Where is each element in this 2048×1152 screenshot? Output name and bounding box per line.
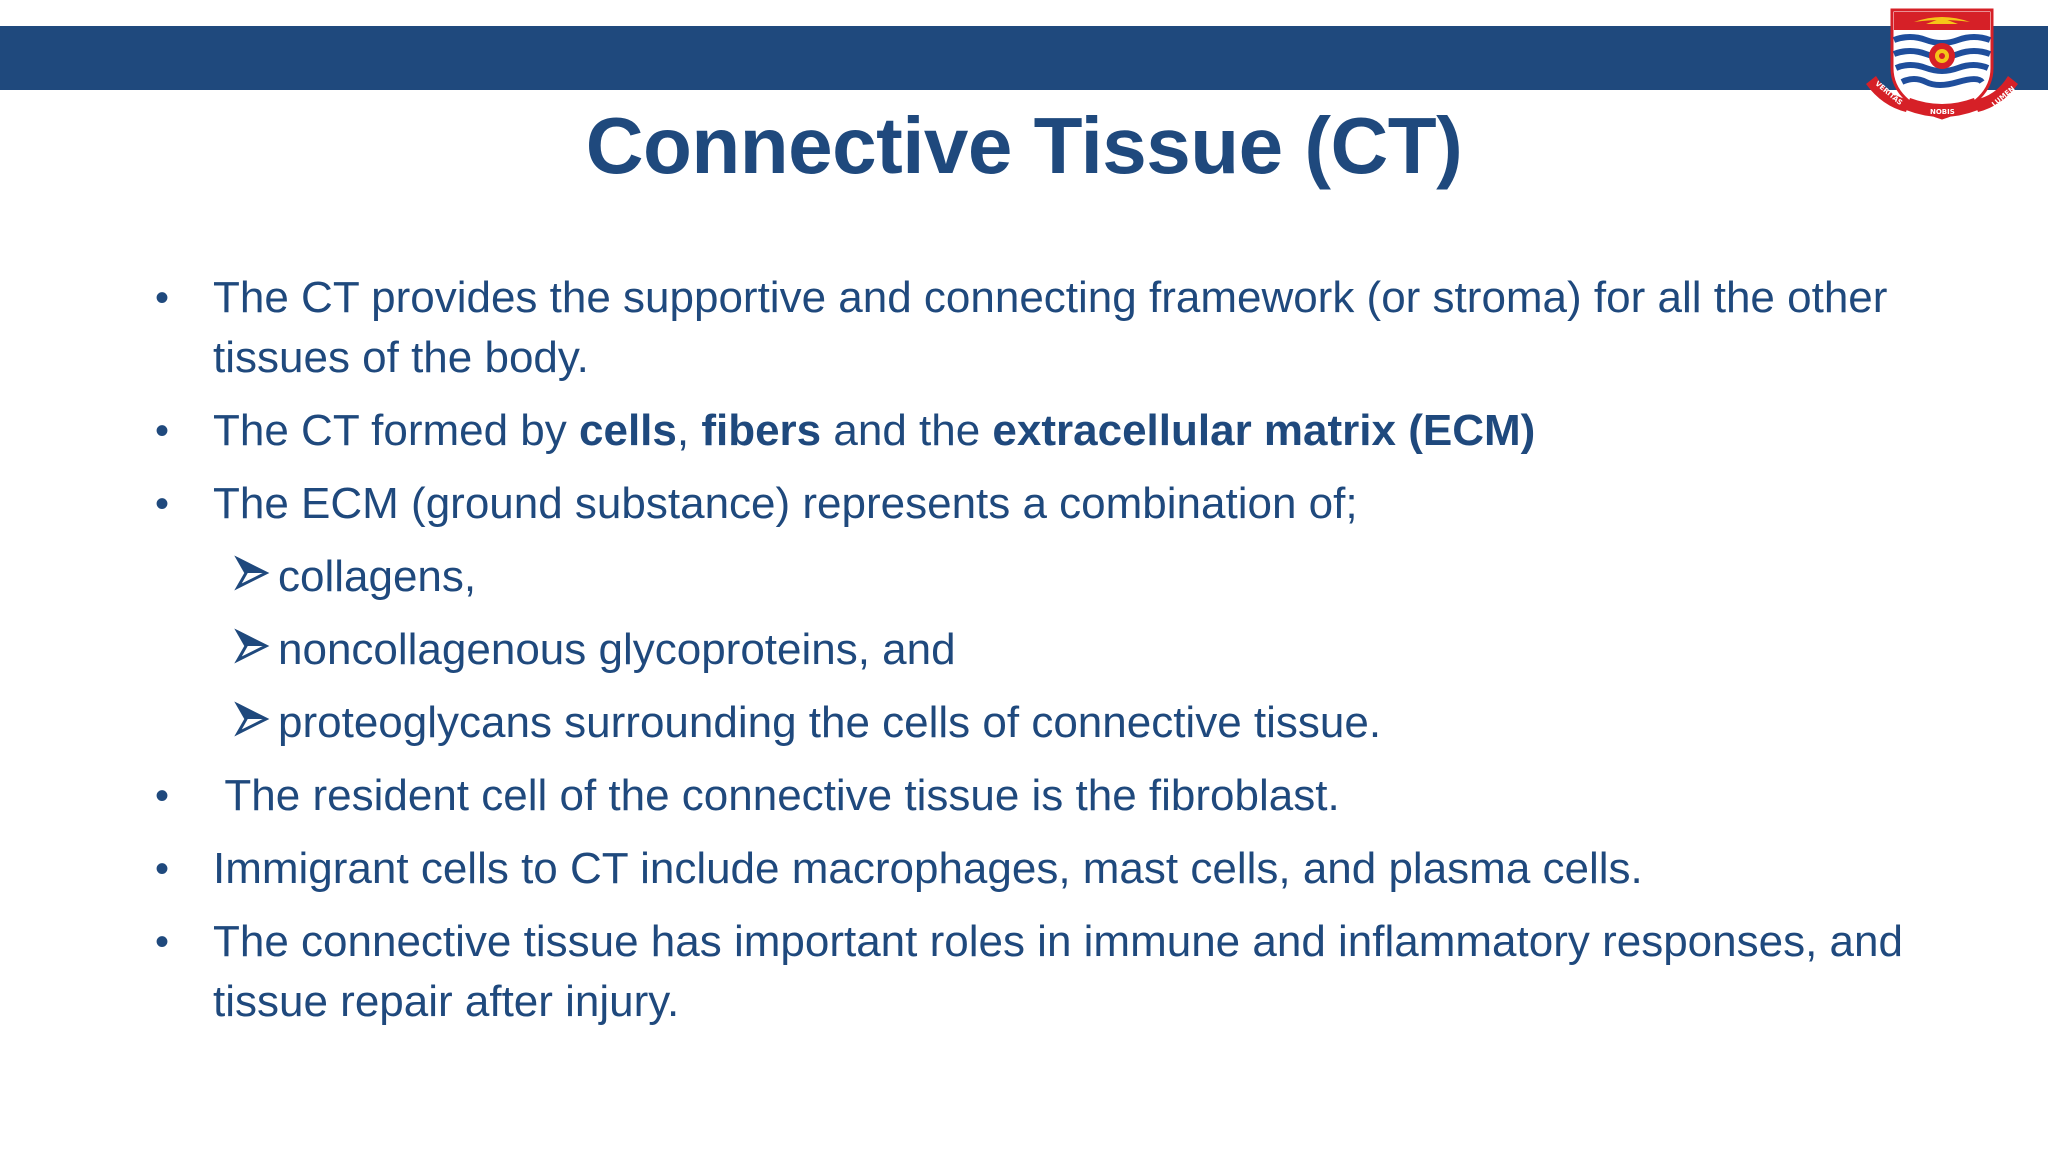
arrow-bullet-icon	[234, 555, 270, 591]
sub-list-item: collagens,	[150, 547, 1940, 607]
list-item: • The resident cell of the connective ti…	[150, 766, 1940, 826]
header-bar	[0, 26, 2048, 90]
bullet-text-separator: ,	[676, 406, 702, 455]
bold-term-cells: cells	[579, 406, 677, 455]
list-item: • The connective tissue has important ro…	[150, 912, 1940, 1032]
bullet-dot-icon: •	[155, 920, 170, 964]
arrow-bullet-icon	[234, 701, 270, 737]
bullet-text: The CT provides the supportive and conne…	[213, 273, 1888, 382]
sub-bullet-text: noncollagenous glycoproteins, and	[278, 625, 956, 674]
bullet-dot-icon: •	[155, 774, 170, 818]
sub-list-item: noncollagenous glycoproteins, and	[150, 620, 1940, 680]
bullet-dot-icon: •	[155, 276, 170, 320]
bullet-dot-icon: •	[155, 482, 170, 526]
bullet-dot-icon: •	[155, 847, 170, 891]
university-crest-icon: VERITAS NOBIS LUMEN	[1866, 8, 2018, 120]
sub-bullet-text: collagens,	[278, 552, 477, 601]
bullet-text: The resident cell of the connective tiss…	[213, 771, 1340, 820]
sub-list-item: proteoglycans surrounding the cells of c…	[150, 693, 1940, 753]
slide-title: Connective Tissue (CT)	[585, 101, 1463, 190]
arrow-bullet-icon	[234, 628, 270, 664]
list-item: • The CT provides the supportive and con…	[150, 268, 1940, 388]
bullet-list: • The CT provides the supportive and con…	[150, 268, 1940, 1045]
bold-term-fibers: fibers	[701, 406, 822, 455]
bullet-dot-icon: •	[155, 409, 170, 453]
bullet-text: The connective tissue has important role…	[213, 917, 1903, 1026]
list-item: • The ECM (ground substance) represents …	[150, 474, 1940, 534]
bullet-text-separator: and the	[821, 406, 993, 455]
list-item: • Immigrant cells to CT include macropha…	[150, 839, 1940, 899]
bold-term-ecm: extracellular matrix (ECM)	[992, 406, 1536, 455]
crest-motto-center: NOBIS	[1930, 108, 1955, 116]
bullet-text-prefix: The CT formed by	[213, 406, 579, 455]
list-item: • The CT formed by cells, fibers and the…	[150, 401, 1940, 461]
sub-bullet-text: proteoglycans surrounding the cells of c…	[278, 698, 1382, 747]
bullet-text: Immigrant cells to CT include macrophage…	[213, 844, 1643, 893]
bullet-text: The ECM (ground substance) represents a …	[213, 479, 1358, 528]
